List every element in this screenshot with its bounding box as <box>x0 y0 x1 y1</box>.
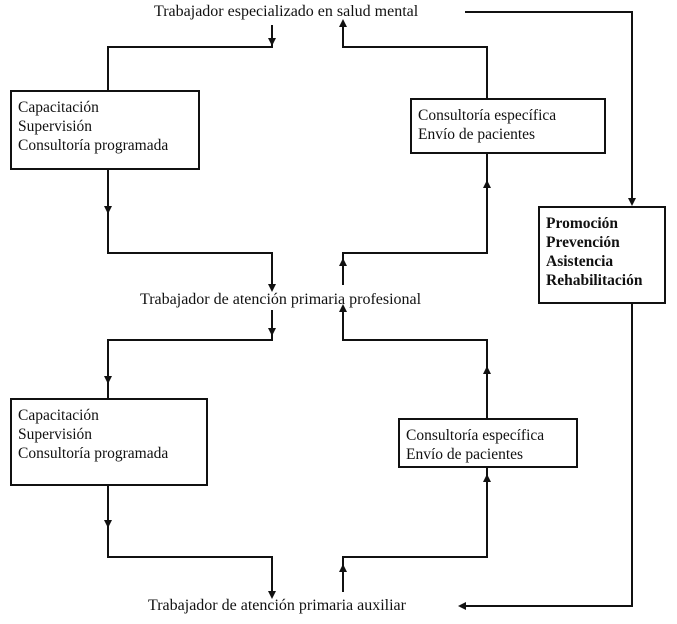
link-upper-left-to-middle <box>107 168 273 285</box>
box-line: Promoción <box>546 215 619 232</box>
box-side-services: Promoción Prevención Asistencia Rehabili… <box>538 206 666 304</box>
box-line: Capacitación <box>18 99 99 116</box>
box-line: Consultoría programada <box>18 137 169 154</box>
link-middle-to-lower-left <box>107 312 273 398</box>
box-line: Envío de pacientes <box>418 126 536 143</box>
box-line: Consultoría específica <box>406 427 545 444</box>
link-lower-right-to-middle <box>342 312 488 420</box>
link-bottom-to-lower-right <box>342 466 488 592</box>
link-upper-right-to-top <box>342 30 488 100</box>
box-line: Consultoría específica <box>418 107 557 124</box>
box-line: Consultoría programada <box>18 445 169 462</box>
link-side-box-to-bottom <box>470 304 633 607</box>
level-specialist-worker: Trabajador especializado en salud mental <box>154 3 419 20</box>
box-line: Asistencia <box>546 253 614 270</box>
box-line: Supervisión <box>18 118 93 135</box>
link-top-to-upper-left <box>107 30 273 92</box>
box-lower-right-consultation: Consultoría específica Envío de paciente… <box>398 418 578 468</box>
link-lower-left-to-bottom <box>107 486 273 592</box>
box-line: Rehabilitación <box>546 272 643 289</box>
box-line: Capacitación <box>18 407 99 424</box>
link-middle-to-upper-right <box>342 152 488 285</box>
level-primary-care-professional: Trabajador de atención primaria profesio… <box>140 291 422 308</box>
box-upper-right-consultation: Consultoría específica Envío de paciente… <box>410 98 606 154</box>
box-upper-left-training: Capacitación Supervisión Consultoría pro… <box>10 90 200 170</box>
box-line: Envío de pacientes <box>406 446 524 463</box>
level-primary-care-auxiliary: Trabajador de atención primaria auxiliar <box>148 597 406 614</box>
box-line: Prevención <box>546 234 620 251</box>
link-top-to-side-box <box>465 11 633 194</box>
box-line: Supervisión <box>18 426 93 443</box>
box-lower-left-training: Capacitación Supervisión Consultoría pro… <box>10 398 208 486</box>
